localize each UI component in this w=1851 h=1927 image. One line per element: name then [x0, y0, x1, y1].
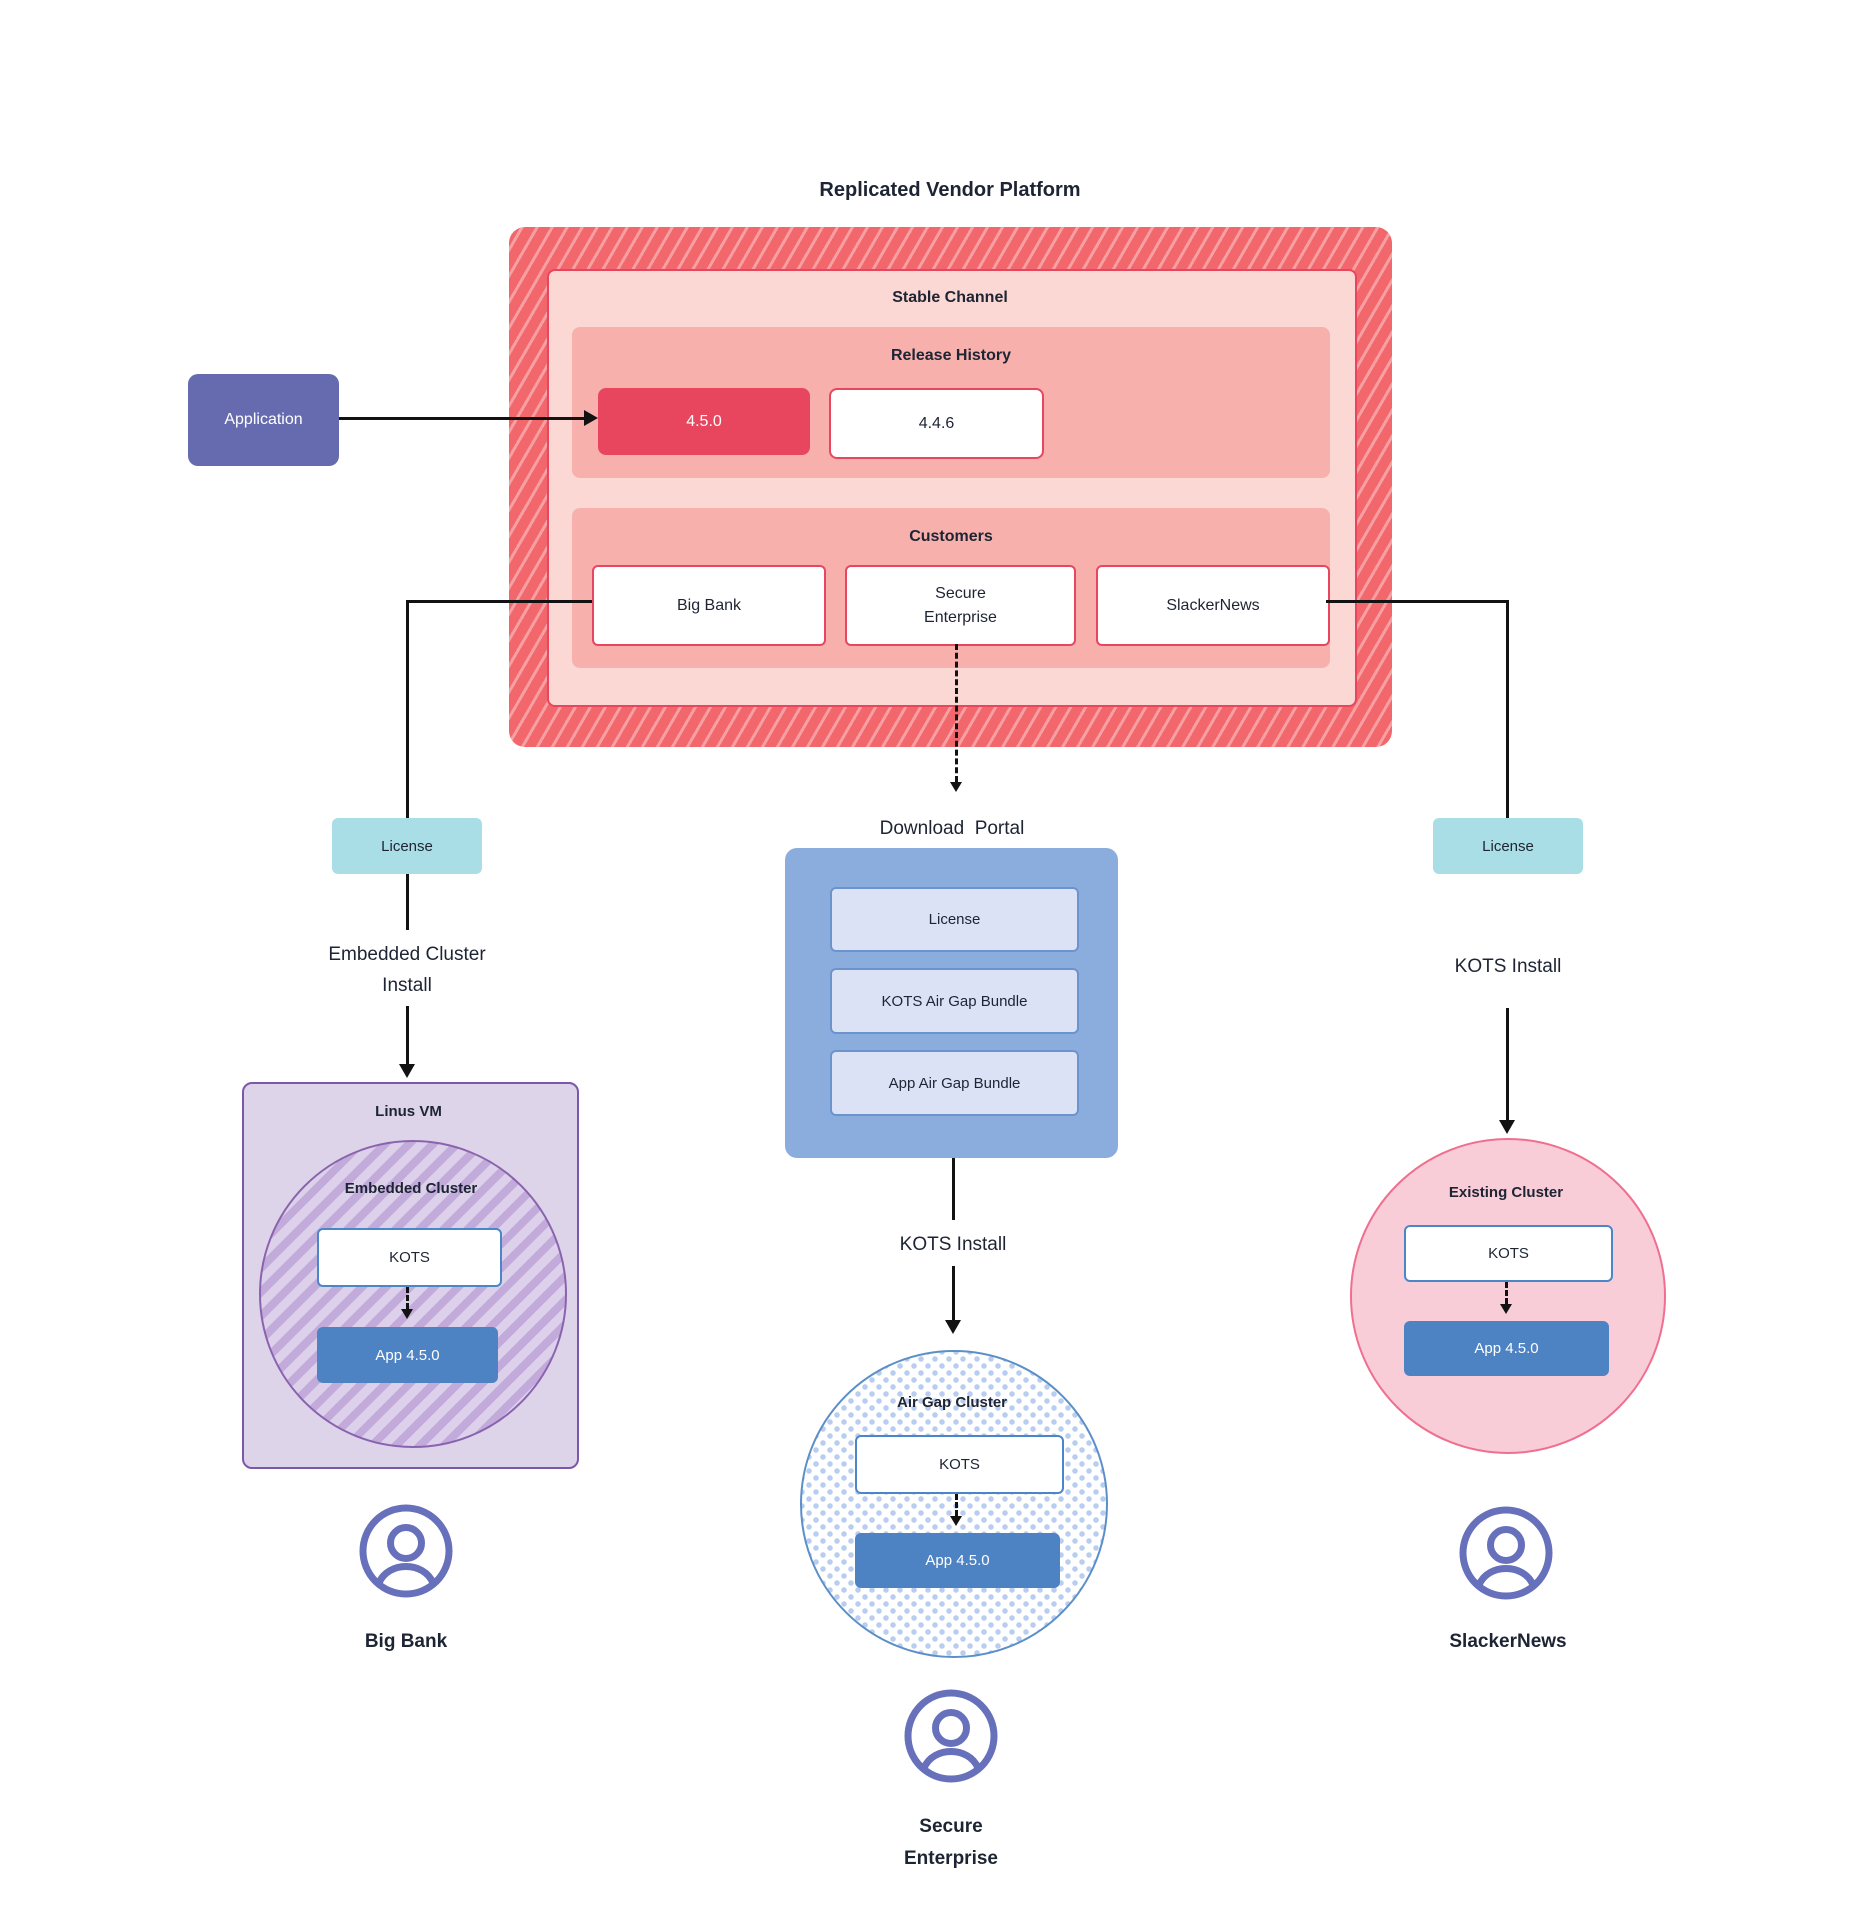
customer-secure-enterprise: Secure Enterprise — [845, 565, 1076, 646]
arrowhead-icon — [950, 782, 962, 792]
connector-kots-to-app-dashed — [1505, 1282, 1508, 1304]
connector-install-to-existing — [1506, 1008, 1509, 1120]
linus-vm-label: Linus VM — [375, 1102, 442, 1120]
arrowhead-icon — [950, 1516, 962, 1526]
connector-secure-to-portal-dashed — [955, 644, 958, 782]
arrowhead-icon — [399, 1064, 415, 1078]
kots-install-right-label: KOTS Install — [1454, 956, 1562, 977]
portal-app-bundle-item: App Air Gap Bundle — [830, 1050, 1079, 1116]
release-history-label: Release History — [890, 347, 1012, 364]
connector-application-to-release — [339, 417, 584, 420]
connector-slackernews-horizontal — [1326, 600, 1508, 603]
release-4-5-0: 4.5.0 — [598, 388, 810, 455]
arrowhead-icon — [584, 410, 598, 426]
release-4-4-6: 4.4.6 — [829, 388, 1044, 459]
user-circle-icon — [359, 1504, 453, 1598]
existing-cluster-label: Existing Cluster — [1448, 1183, 1564, 1201]
customer-big-bank: Big Bank — [592, 565, 826, 646]
arrowhead-icon — [401, 1309, 413, 1319]
user-circle-icon — [1459, 1506, 1553, 1600]
stable-channel-label: Stable Channel — [892, 289, 1008, 306]
user-circle-icon — [904, 1689, 998, 1783]
license-box-left: License — [332, 818, 482, 874]
persona-secure-enterprise-label: Secure Enterprise — [904, 1816, 998, 1869]
existing-cluster-circle — [1350, 1138, 1666, 1454]
connector-bigbank-horizontal — [407, 600, 592, 603]
portal-kots-bundle-item: KOTS Air Gap Bundle — [830, 968, 1079, 1034]
application-box: Application — [188, 374, 339, 466]
air-gap-cluster-circle — [800, 1350, 1108, 1658]
arrowhead-icon — [945, 1320, 961, 1334]
customer-slackernews: SlackerNews — [1096, 565, 1330, 646]
connector-license-to-install — [406, 874, 409, 930]
kots-install-center-label: KOTS Install — [899, 1234, 1007, 1255]
kots-box-airgap: KOTS — [855, 1435, 1064, 1494]
connector-slackernews-vertical — [1506, 600, 1509, 818]
connector-bigbank-vertical — [406, 600, 409, 818]
arrowhead-icon — [1499, 1120, 1515, 1134]
arrowhead-icon — [1500, 1304, 1512, 1314]
persona-big-bank-label: Big Bank — [364, 1631, 448, 1652]
connector-install-to-vm — [406, 1006, 409, 1064]
customers-label: Customers — [909, 528, 993, 545]
persona-slackernews-label: SlackerNews — [1449, 1631, 1567, 1652]
connector-kots-to-app-dashed — [955, 1494, 958, 1516]
embedded-cluster-install-label: Embedded Cluster Install — [328, 944, 486, 996]
connector-kots-to-app-dashed — [406, 1287, 409, 1309]
kots-box-embedded: KOTS — [317, 1228, 502, 1287]
connector-install-to-airgap — [952, 1266, 955, 1320]
license-box-right: License — [1433, 818, 1583, 874]
download-portal-label: Download Portal — [879, 818, 1025, 839]
app-box-existing: App 4.5.0 — [1404, 1321, 1609, 1376]
embedded-cluster-circle — [259, 1140, 567, 1448]
page-title: Replicated Vendor Platform — [819, 178, 1081, 201]
portal-license-item: License — [830, 887, 1079, 952]
app-box-embedded: App 4.5.0 — [317, 1327, 498, 1383]
connector-portal-to-install — [952, 1158, 955, 1220]
air-gap-cluster-label: Air Gap Cluster — [896, 1393, 1008, 1411]
embedded-cluster-label: Embedded Cluster — [344, 1179, 478, 1197]
app-box-airgap: App 4.5.0 — [855, 1533, 1060, 1588]
kots-box-existing: KOTS — [1404, 1225, 1613, 1282]
